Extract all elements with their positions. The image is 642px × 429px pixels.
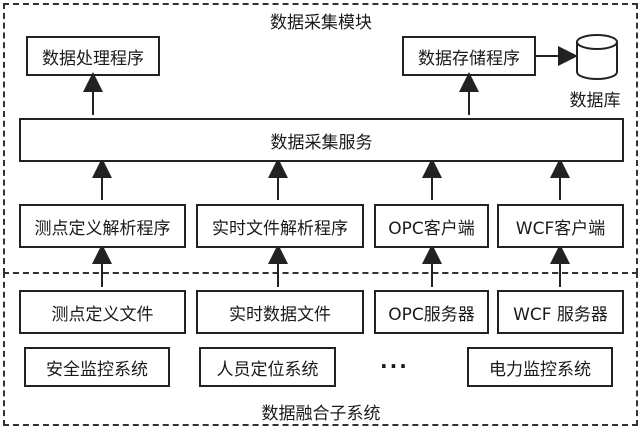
data-processing-box: 数据处理程序 [26, 36, 160, 76]
ellipsis: ··· [380, 354, 409, 378]
database-icon [576, 34, 618, 80]
source-box-point-definition-file: 测点定义文件 [19, 290, 186, 334]
database-label: 数据库 [569, 91, 621, 111]
acquisition-module-title: 数据采集模块 [270, 13, 372, 33]
parser-box-wcf-client: WCF客户端 [497, 204, 624, 248]
source-box-realtime-data-file: 实时数据文件 [196, 290, 364, 334]
parser-box-opc-client: OPC客户端 [374, 204, 489, 248]
system-box-safety-monitoring: 安全监控系统 [24, 347, 170, 387]
system-box-personnel-positioning: 人员定位系统 [199, 347, 336, 387]
source-box-opc-server: OPC服务器 [374, 290, 489, 334]
source-box-wcf-server: WCF 服务器 [497, 290, 624, 334]
parser-box-point-definition: 测点定义解析程序 [19, 204, 186, 248]
parser-box-realtime-file: 实时文件解析程序 [196, 204, 364, 248]
system-box-power-monitoring: 电力监控系统 [467, 347, 613, 387]
data-acquisition-service-box: 数据采集服务 [19, 118, 624, 162]
data-storage-box: 数据存储程序 [402, 36, 536, 76]
fusion-subsystem-title: 数据融合子系统 [261, 404, 381, 424]
fusion-subsystem-region [3, 272, 638, 426]
